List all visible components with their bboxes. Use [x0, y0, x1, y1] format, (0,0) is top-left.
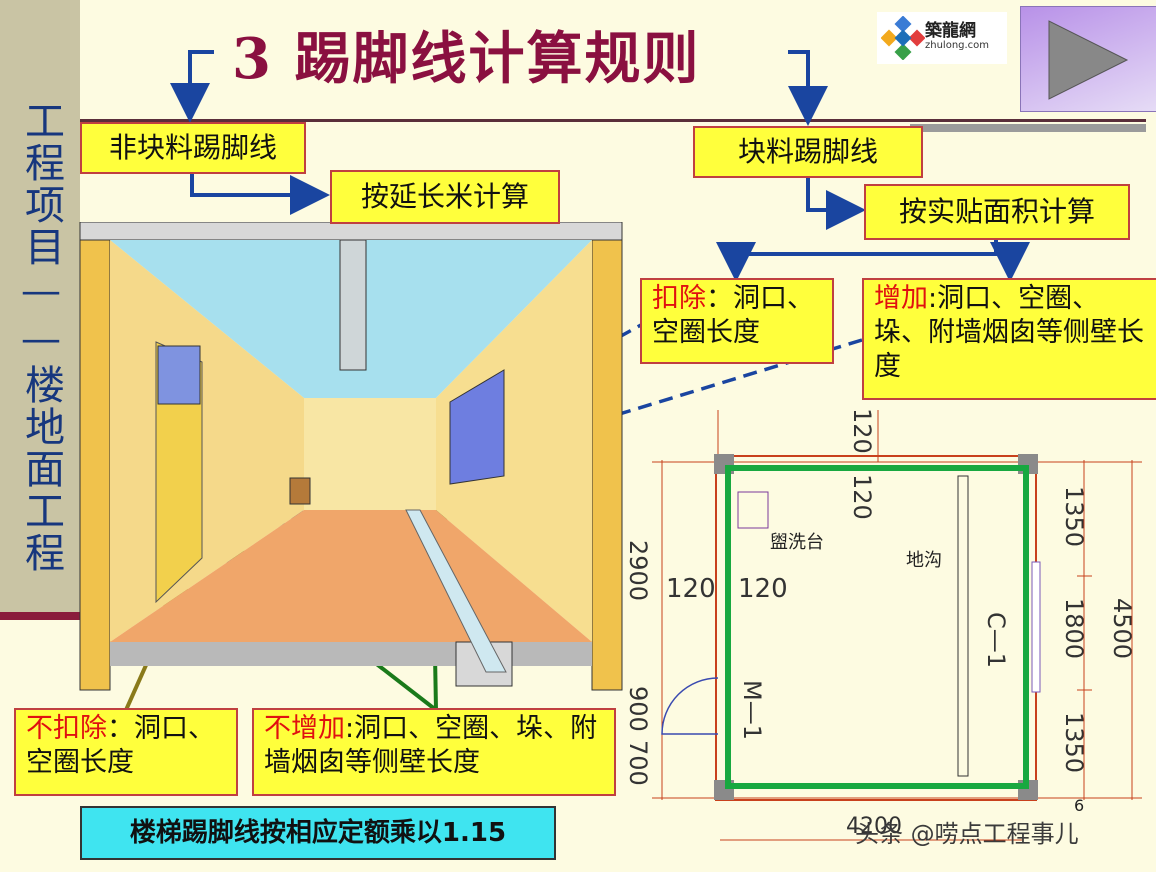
- plan-dim-left-3: 700: [624, 740, 652, 786]
- room-illustration: [79, 222, 623, 691]
- no-deduct-label: 不扣除: [26, 713, 107, 744]
- floor-plan: [652, 410, 1142, 841]
- plan-dim-top-2: 120: [848, 474, 876, 520]
- sidebar-panel: [0, 0, 80, 620]
- plan-dim-top-1: 120: [848, 408, 876, 454]
- no-deduct-text: ：洞口、空圈长度: [26, 713, 215, 778]
- add-text: :洞口、空圈、垛、附墙烟囱等侧壁长度: [874, 283, 1144, 382]
- plan-dim-right-1: 1350: [1060, 486, 1088, 548]
- no-add-text: :洞口、空圈、垛、附墙烟囱等侧壁长度: [264, 713, 598, 778]
- logo: [877, 12, 1007, 64]
- plan-wall-120-right: 120: [738, 574, 788, 604]
- plan-basin-label: 盥洗台: [770, 532, 824, 553]
- sidebar-divider: [0, 612, 80, 620]
- plan-dim-left-1: 2900: [624, 540, 652, 602]
- plan-dim-right-2: 1800: [1060, 598, 1088, 660]
- header-rule: [80, 119, 1146, 122]
- plan-dim-right-3: 1350: [1060, 712, 1088, 774]
- deduct-label: 扣除: [652, 283, 706, 314]
- header-rule-gray: [910, 124, 1146, 132]
- block-skirting-box: 块料踢脚线: [693, 126, 923, 178]
- zhulong-logo-icon: [881, 16, 925, 60]
- plan-wall-120-left: 120: [666, 574, 716, 604]
- plan-dim-left-2: 900: [624, 686, 652, 732]
- add-label: 增加: [874, 283, 928, 314]
- slide-title: 3 踢脚线计算规则: [232, 26, 701, 92]
- play-triangle-icon: [1048, 20, 1129, 100]
- plan-ditch-label: 地沟: [906, 550, 942, 571]
- add-box: 增加:洞口、空圈、垛、附墙烟囱等侧壁长度: [862, 278, 1156, 400]
- plan-bottom-dim: 4200: [846, 814, 902, 839]
- no-add-box: 不增加:洞口、空圈、垛、附墙烟囱等侧壁长度: [252, 708, 616, 796]
- deduct-text: ：洞口、空圈长度: [652, 283, 814, 348]
- non-block-skirting-box: 非块料踢脚线: [80, 122, 306, 174]
- watermark: 头条 @唠点工程事儿: [855, 820, 1079, 848]
- logo-name: 築龍網: [925, 21, 976, 41]
- plan-window-label: C—1: [982, 612, 1010, 669]
- no-deduct-box: 不扣除：洞口、空圈长度: [14, 708, 238, 796]
- plan-dim-total: 4500: [1108, 598, 1136, 660]
- logo-url: zhulong.com: [925, 40, 990, 51]
- no-add-label: 不增加: [264, 713, 345, 744]
- stair-skirting-note: 楼梯踢脚线按相应定额乘以1.15: [80, 806, 556, 860]
- plan-door-label: M—1: [738, 680, 766, 740]
- page-number: 6: [1074, 796, 1085, 815]
- next-slide-button[interactable]: [1020, 6, 1156, 112]
- sidebar-title: 工程项目——楼地面工程: [18, 100, 64, 574]
- by-area-box: 按实贴面积计算: [864, 184, 1130, 240]
- deduct-box: 扣除：洞口、空圈长度: [640, 278, 834, 364]
- by-length-box: 按延长米计算: [330, 170, 560, 224]
